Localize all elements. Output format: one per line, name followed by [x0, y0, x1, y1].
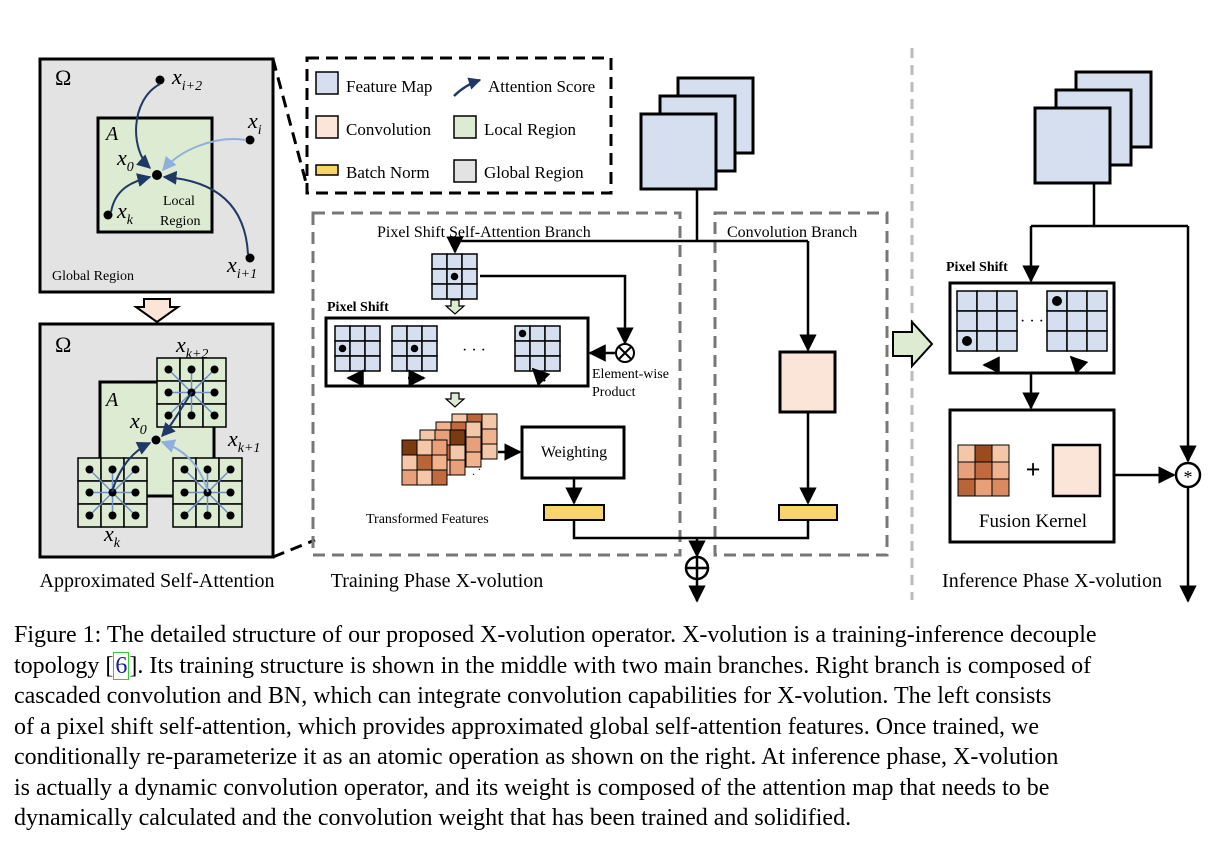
svg-text:xi: xi	[247, 108, 262, 138]
region-a-label: A	[104, 123, 119, 145]
legend: Feature Map Attention Score Convolution …	[305, 56, 613, 195]
grid-icon	[514, 325, 561, 372]
legend-batch-norm: Batch Norm	[346, 163, 430, 182]
svg-text:Ω: Ω	[55, 332, 71, 357]
training-phase: Pixel Shift Self-Attention Branch Convol…	[311, 76, 889, 603]
caption-line-4: of a pixel shift self-attention, which p…	[14, 713, 1039, 740]
transformed-features-label: Transformed Features	[366, 512, 489, 527]
citation-link[interactable]: 6	[113, 651, 130, 680]
conv-branch-label: Convolution Branch	[727, 224, 857, 241]
point-xi2	[155, 75, 165, 85]
grid-icon	[431, 253, 478, 300]
fusion-kernel-label: Fusion Kernel	[979, 511, 1087, 532]
legend-local-region: Local Region	[484, 120, 577, 139]
approx-attention-panel: Ω A xk+2 x0 xk+1 xk	[38, 322, 275, 559]
svg-text:Pixel Shift: Pixel Shift	[946, 260, 1008, 275]
svg-text:.: .	[472, 464, 475, 478]
grid-icon	[334, 325, 381, 372]
fusion-attention-grid-icon	[957, 444, 1010, 497]
local-region-text: Local	[163, 194, 195, 209]
svg-text:+: +	[1026, 455, 1041, 484]
inference-phase-label: Inference Phase X-volution	[942, 570, 1162, 592]
svg-text:A: A	[104, 389, 119, 411]
legend-feature-map-swatch	[315, 71, 339, 95]
caption-line-6: is actually a dynamic convolution operat…	[14, 774, 1050, 801]
bn-right	[778, 504, 838, 521]
point-xi1	[245, 253, 255, 263]
grid-icon	[1046, 290, 1108, 352]
conv-branch-box	[713, 211, 889, 557]
caption-line-1: Figure 1: The detailed structure of our …	[14, 622, 1097, 648]
down-arrow	[132, 298, 182, 324]
neighbor-grid-icon	[156, 357, 227, 428]
svg-text:xi+2: xi+2	[171, 64, 202, 94]
caption-line-3: cascaded convolution and BN, which can i…	[14, 683, 1052, 709]
transformed-features-icon	[401, 413, 498, 486]
local-region-text-2: Region	[160, 214, 200, 229]
svg-text:*: *	[1184, 467, 1193, 487]
svg-text:· · ·: · · ·	[1020, 313, 1044, 330]
reparam-arrow	[892, 319, 934, 369]
neighbor-grid-icon	[77, 457, 148, 528]
svg-text:xk+2: xk+2	[175, 332, 208, 362]
psa-branch-box	[311, 211, 682, 557]
pixel-shift-label: Pixel Shift	[327, 300, 389, 315]
svg-text:.: .	[478, 459, 481, 473]
svg-text:xi+1: xi+1	[226, 252, 257, 282]
legend-feature-map: Feature Map	[346, 77, 432, 96]
inference-phase: Pixel Shift · · · + Fusion Kernel *	[946, 70, 1202, 603]
figure-caption: Figure 1: The detailed structure of our …	[14, 620, 1206, 834]
bn-left	[543, 504, 605, 521]
caption-line-2: topology [6]. Its training structure is …	[14, 651, 1092, 680]
svg-text:xk+1: xk+1	[227, 426, 260, 456]
point-x0	[152, 170, 162, 180]
legend-global-region: Global Region	[484, 163, 584, 182]
global-region-text: Global Region	[52, 269, 134, 284]
svg-text:xk: xk	[103, 521, 121, 551]
global-attention-panel: Ω A Local Region Global Region xi+2 xi x…	[38, 57, 275, 294]
grid-icon	[391, 325, 438, 372]
conv-box	[778, 350, 837, 414]
svg-text:· · ·: · · ·	[462, 342, 486, 359]
svg-text:Product: Product	[592, 385, 636, 400]
legend-convolution: Convolution	[346, 120, 432, 139]
training-phase-label: Training Phase X-volution	[331, 570, 544, 592]
grid-icon	[956, 290, 1018, 352]
point-xi	[245, 135, 255, 145]
figure-diagram: Ω A Local Region Global Region xi+2 xi x…	[38, 48, 1202, 603]
weighting-box	[520, 425, 626, 480]
svg-text:x0: x0	[116, 145, 134, 175]
approx-label: Approximated Self-Attention	[40, 570, 275, 592]
psa-branch-label: Pixel Shift Self-Attention Branch	[377, 224, 591, 241]
omega-symbol: Ω	[55, 65, 71, 90]
caption-line-5: conditionally re-parameterize it as an a…	[14, 744, 1059, 770]
svg-text:Weighting: Weighting	[541, 444, 607, 461]
svg-text:xk: xk	[116, 198, 134, 228]
attention-score-icon	[453, 77, 482, 97]
svg-text:Element-wise: Element-wise	[592, 367, 669, 382]
legend-attention-score: Attention Score	[488, 77, 595, 96]
caption-line-7: dynamically calculated and the convoluti…	[14, 805, 852, 831]
svg-text:x0: x0	[129, 408, 147, 438]
point-xk	[103, 210, 113, 220]
neighbor-grid-icon	[172, 457, 243, 528]
